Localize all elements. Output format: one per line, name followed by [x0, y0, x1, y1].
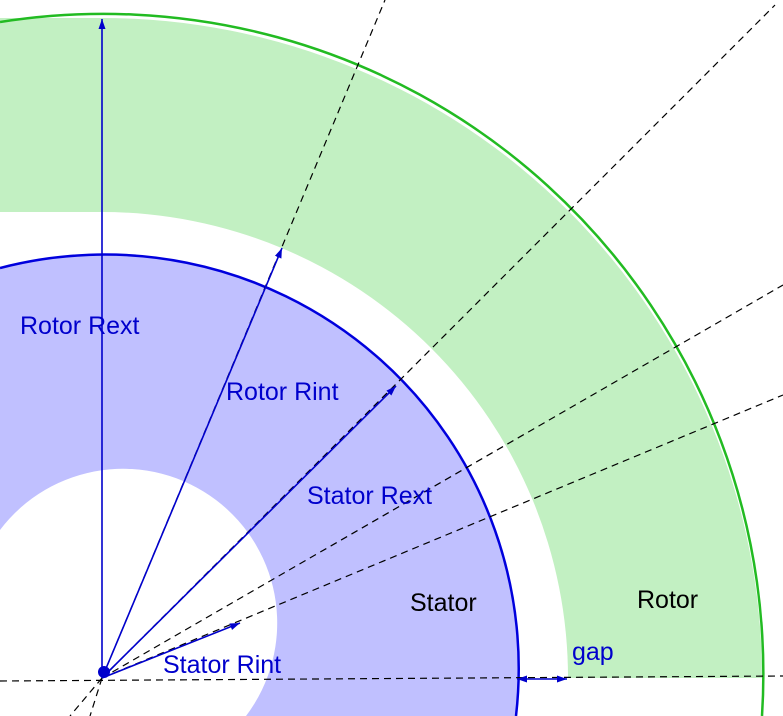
- center-point: [98, 666, 110, 678]
- stator-rext-arrow: [101, 385, 397, 679]
- rotor-label: Rotor: [637, 586, 698, 614]
- stator-label: Stator: [410, 589, 477, 617]
- rotor-rint-label: Rotor Rint: [226, 378, 339, 406]
- gap-label: gap: [572, 638, 614, 666]
- dimension-arrows: [98, 19, 567, 683]
- guide-line-horizontal: [0, 675, 783, 682]
- rotor-outer-edge: [0, 12, 765, 716]
- stator-ring: [0, 254, 519, 716]
- rotor-rext-label: Rotor Rext: [20, 312, 140, 340]
- stator-outer-edge: [0, 253, 520, 716]
- stator-rint-label: Stator Rint: [163, 651, 281, 679]
- rotor-rint-arrow: [101, 247, 283, 679]
- guide-line-center-down-2: [89, 677, 103, 716]
- rotor-ring-left: [0, 18, 102, 212]
- stator-rint-arrow: [101, 622, 241, 679]
- rotor-ring: [102, 18, 762, 678]
- guide-line-center-down: [69, 677, 103, 716]
- guide-line-20: [101, 394, 783, 679]
- stator-rext-label: Stator Rext: [307, 482, 432, 510]
